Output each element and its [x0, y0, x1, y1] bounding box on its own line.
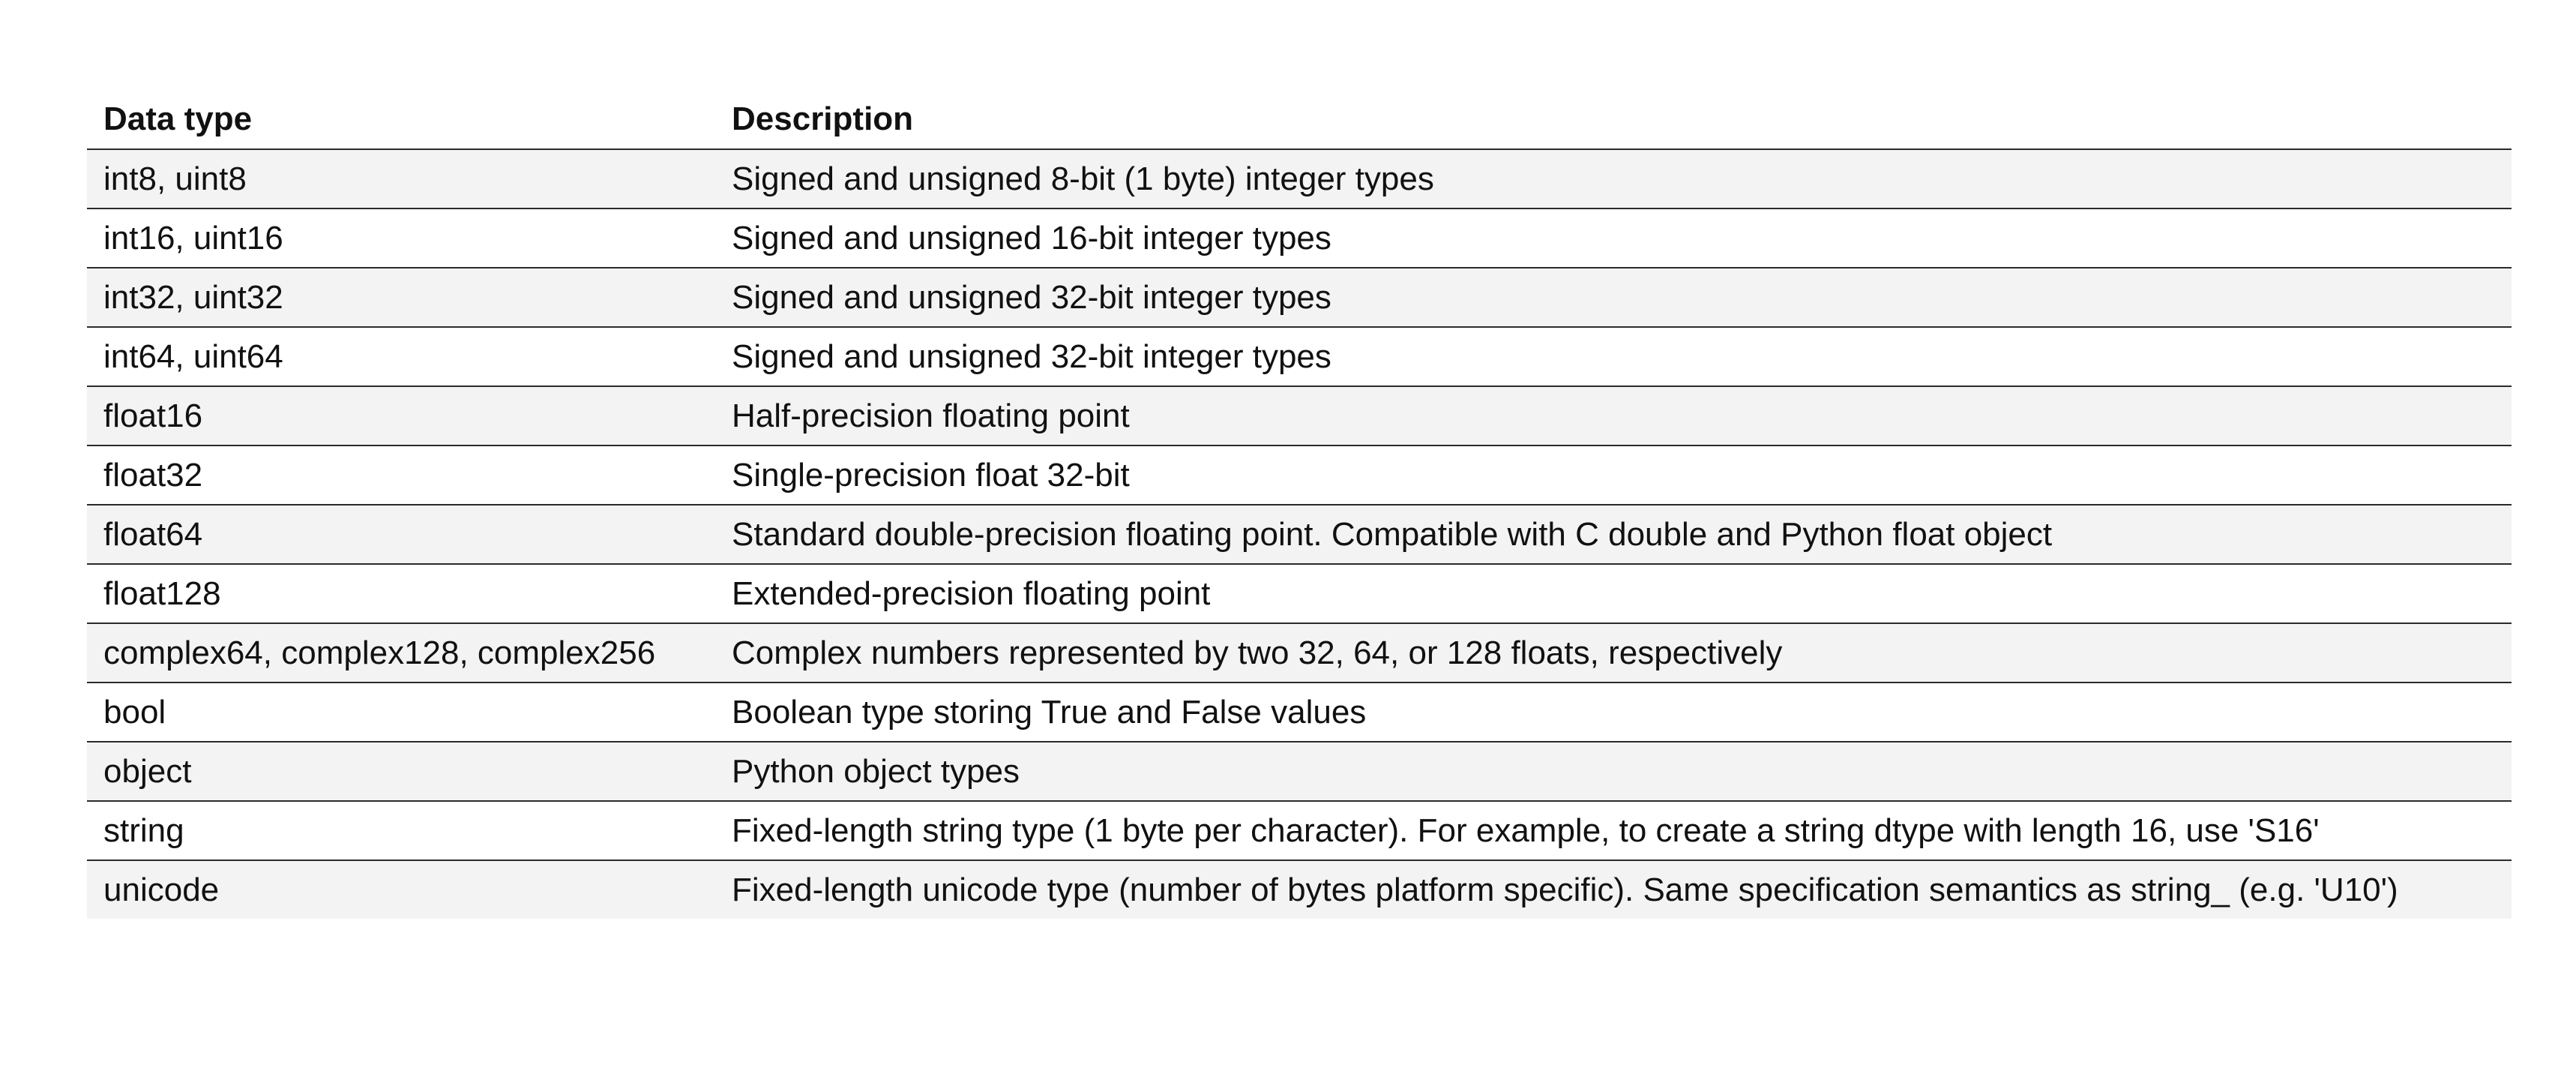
table-row: int32, uint32 Signed and unsigned 32-bit…: [87, 268, 2512, 328]
cell-description: Python object types: [715, 742, 2512, 802]
data-types-table: Data type Description int8, uint8 Signed…: [87, 90, 2512, 919]
table-body: int8, uint8 Signed and unsigned 8-bit (1…: [87, 149, 2512, 919]
cell-data-type: float128: [87, 564, 715, 624]
cell-description: Complex numbers represented by two 32, 6…: [715, 623, 2512, 683]
cell-description: Signed and unsigned 32-bit integer types: [715, 268, 2512, 328]
cell-description: Fixed-length unicode type (number of byt…: [715, 860, 2512, 919]
table-row: string Fixed-length string type (1 byte …: [87, 801, 2512, 861]
table-row: float32 Single-precision float 32-bit: [87, 446, 2512, 506]
header-data-type: Data type: [87, 90, 715, 150]
cell-description: Boolean type storing True and False valu…: [715, 682, 2512, 742]
cell-data-type: float32: [87, 446, 715, 506]
cell-data-type: float64: [87, 505, 715, 565]
table-row: float128 Extended-precision floating poi…: [87, 564, 2512, 624]
cell-data-type: int64, uint64: [87, 327, 715, 387]
cell-data-type: string: [87, 801, 715, 861]
table-row: complex64, complex128, complex256 Comple…: [87, 623, 2512, 683]
table-row: float16 Half-precision floating point: [87, 386, 2512, 446]
cell-description: Signed and unsigned 8-bit (1 byte) integ…: [715, 149, 2512, 209]
cell-description: Signed and unsigned 16-bit integer types: [715, 208, 2512, 268]
header-row: Data type Description: [87, 90, 2512, 150]
cell-description: Single-precision float 32-bit: [715, 446, 2512, 506]
cell-data-type: unicode: [87, 860, 715, 919]
cell-description: Fixed-length string type (1 byte per cha…: [715, 801, 2512, 861]
header-description: Description: [715, 90, 2512, 150]
table-row: bool Boolean type storing True and False…: [87, 682, 2512, 742]
cell-data-type: int16, uint16: [87, 208, 715, 268]
cell-description: Extended-precision floating point: [715, 564, 2512, 624]
cell-data-type: int8, uint8: [87, 149, 715, 209]
table-row: int16, uint16 Signed and unsigned 16-bit…: [87, 208, 2512, 268]
cell-description: Half-precision floating point: [715, 386, 2512, 446]
table-header: Data type Description: [87, 90, 2512, 150]
table-row: int8, uint8 Signed and unsigned 8-bit (1…: [87, 149, 2512, 209]
cell-data-type: float16: [87, 386, 715, 446]
cell-data-type: complex64, complex128, complex256: [87, 623, 715, 683]
table-row: int64, uint64 Signed and unsigned 32-bit…: [87, 327, 2512, 387]
table-row: object Python object types: [87, 742, 2512, 802]
cell-description: Standard double-precision floating point…: [715, 505, 2512, 565]
cell-data-type: bool: [87, 682, 715, 742]
table-row: unicode Fixed-length unicode type (numbe…: [87, 860, 2512, 919]
cell-data-type: object: [87, 742, 715, 802]
cell-description: Signed and unsigned 32-bit integer types: [715, 327, 2512, 387]
cell-data-type: int32, uint32: [87, 268, 715, 328]
table-row: float64 Standard double-precision floati…: [87, 505, 2512, 565]
data-types-table-container: Data type Description int8, uint8 Signed…: [87, 90, 2512, 919]
